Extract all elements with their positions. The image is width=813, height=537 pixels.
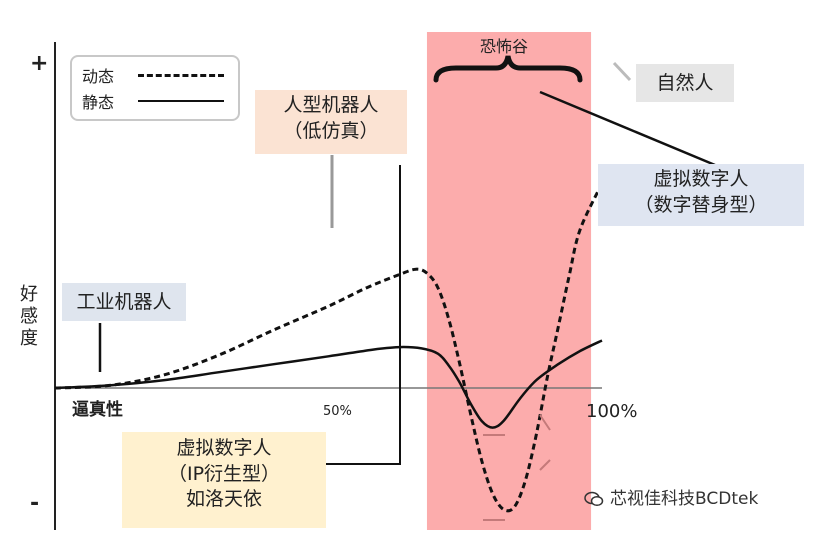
annotation-ip-derived: 虚拟数字人 （IP衍生型） 如洛天依 [122, 432, 326, 528]
uncanny-valley-region [426, 32, 592, 530]
annotation-text: 自然人 [656, 72, 714, 94]
annotation-text: 虚拟数字人 [176, 437, 272, 459]
series-line-dynamic [54, 182, 604, 513]
y-axis-label: 好 感 度 [20, 284, 44, 349]
annotation-text: 工业机器人 [76, 291, 172, 313]
annotation-digital-double: 虚拟数字人 （数字替身型） [598, 164, 804, 226]
y-tick-plus: + [30, 51, 48, 76]
y-tick-minus: - [30, 491, 39, 516]
annotation-text: 虚拟数字人 [653, 168, 749, 190]
callout-line-natural [612, 61, 632, 82]
annotation-text: （低仿真） [283, 119, 379, 142]
annotation-text: 人型机器人 [283, 94, 379, 116]
watermark-text: 芯视佳科技BCDtek [610, 489, 759, 509]
wechat-icon [584, 491, 604, 507]
annotation-text: （数字替身型） [634, 193, 768, 216]
legend-swatch-dynamic [138, 74, 224, 77]
callout-line-ip-derived [326, 165, 401, 465]
legend-label-dynamic: 动态 [82, 67, 115, 86]
annotation-industrial-robot: 工业机器人 [62, 283, 186, 321]
uncanny-valley-label: 恐怖谷 [480, 37, 528, 56]
series-line-static [54, 339, 603, 429]
annotation-natural-human: 自然人 [636, 64, 734, 102]
valley-mark [539, 459, 551, 471]
valley-mark [539, 414, 551, 431]
watermark: 芯视佳科技BCDtek [584, 484, 758, 509]
uncanny-valley-brace [433, 55, 583, 83]
x-tick-100: 100% [586, 401, 637, 422]
legend-label-static: 静态 [82, 93, 115, 112]
legend: 动态 静态 [70, 55, 240, 121]
annotation-text: （IP衍生型） [167, 462, 281, 485]
callout-line-digital-double [539, 90, 716, 167]
annotation-text: 如洛天依 [185, 488, 262, 511]
x-tick-50: 50% [323, 404, 352, 419]
annotation-humanoid-robot: 人型机器人 （低仿真） [255, 90, 407, 154]
x-axis-label: 逼真性 [72, 399, 123, 420]
legend-swatch-static [138, 100, 224, 102]
